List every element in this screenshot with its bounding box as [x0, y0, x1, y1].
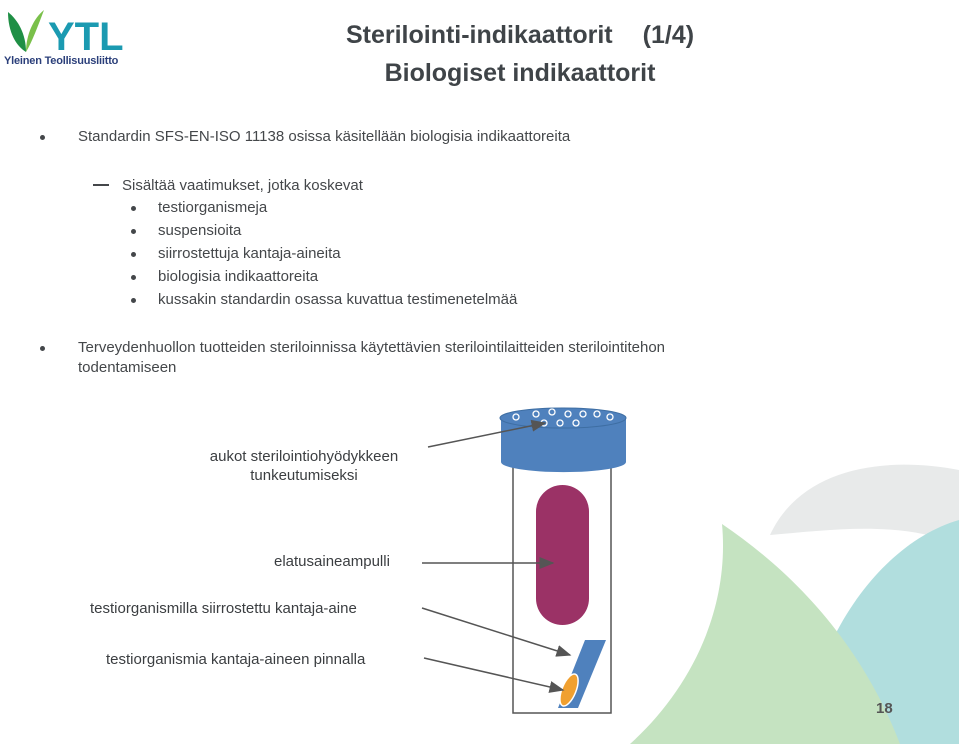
- logo-subtitle: Yleinen Teollisuusliitto: [4, 55, 119, 67]
- sub-bullet-dot: [131, 252, 136, 257]
- label-ampoule: elatusaineampulli: [274, 553, 390, 570]
- sub-bullet-dot: [131, 206, 136, 211]
- arrow-inoculated: [421, 607, 572, 657]
- sub-bullet-dot: [131, 298, 136, 303]
- media-ampoule: [536, 485, 589, 625]
- label-organisms-surface: testiorganismia kantaja-aineen pinnalla: [106, 651, 366, 668]
- logo-leaf-light: [26, 10, 44, 52]
- title-line1: Sterilointi-indikaattorit: [345, 21, 613, 49]
- cap-hole: [512, 413, 520, 421]
- cap-holes: [512, 408, 614, 427]
- ytl-logo: YTL: [8, 10, 124, 59]
- sub-bullet-dot: [131, 275, 136, 280]
- label-holes-line2: tunkeutumiseksi: [250, 467, 358, 484]
- leaf-green: [630, 524, 900, 744]
- label-holes-line1: aukot sterilointiohyödykkeen: [209, 448, 399, 465]
- slide-subtitle: Biologiset indikaattorit: [384, 59, 656, 87]
- leaf-gray: [770, 464, 959, 545]
- cap-hole: [606, 413, 614, 421]
- arrow-organisms: [423, 657, 565, 693]
- logo-leaf-dark: [8, 12, 26, 52]
- sub-heading: Sisältää vaatimukset, jotka koskevat: [122, 177, 363, 194]
- cap-hole: [556, 419, 564, 427]
- label-holes: aukot sterilointiohyödykkeen tunkeutumis…: [185, 448, 423, 484]
- cap-hole: [548, 408, 556, 416]
- bullet-dot: [40, 346, 45, 351]
- arrow-holes: [427, 419, 547, 448]
- cap-hole: [593, 410, 601, 418]
- cap-hole: [564, 410, 572, 418]
- sub-item: testiorganismeja: [158, 199, 268, 216]
- cap-hole: [579, 410, 587, 418]
- bullet-purpose-line2: todentamiseen: [78, 359, 177, 376]
- bullet-dot: [40, 135, 45, 140]
- dash-marker: [93, 184, 109, 186]
- sub-item: biologisia indikaattoreita: [158, 268, 319, 285]
- logo-brand: YTL: [48, 15, 124, 59]
- title-part: (1/4): [642, 21, 695, 49]
- sub-bullet-dot: [131, 229, 136, 234]
- label-inoculated-carrier: testiorganismilla siirrostettu kantaja-a…: [90, 600, 357, 617]
- page-number: 18: [876, 700, 893, 717]
- bullet-purpose-line1: Terveydenhuollon tuotteiden steriloinnis…: [78, 339, 666, 356]
- sub-item: suspensioita: [158, 222, 242, 239]
- bullet-standard: Standardin SFS-EN-ISO 11138 osissa käsit…: [78, 128, 571, 145]
- sub-item: siirrostettuja kantaja-aineita: [158, 245, 341, 262]
- cap-hole: [572, 419, 580, 427]
- sub-item: kussakin standardin osassa kuvattua test…: [158, 291, 518, 308]
- cap-hole: [532, 410, 540, 418]
- slide-title: Sterilointi-indikaattorit (1/4): [240, 21, 800, 50]
